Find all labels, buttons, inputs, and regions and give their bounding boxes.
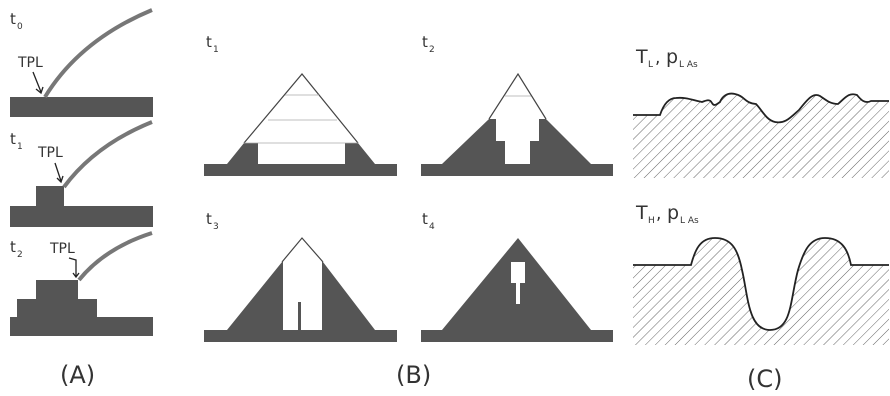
time-label: t [422, 210, 428, 228]
panel-b: t 1 t 2 t 3 t 4 [204, 33, 613, 389]
substrate [10, 206, 153, 227]
time-label: t [10, 10, 16, 28]
temperature-symbol: T [635, 202, 648, 224]
caption-c: (C) [747, 365, 782, 392]
time-subscript: 2 [429, 45, 435, 55]
substrate [10, 97, 153, 117]
separator: , [655, 48, 660, 68]
panel-c: T L , p L As T H , p L As (C) [633, 46, 889, 393]
time-label: t [206, 210, 212, 228]
caption-b: (B) [396, 361, 431, 389]
temperature-subscript: H [648, 216, 655, 226]
time-subscript: 1 [213, 45, 219, 55]
panel-b-cell-t4: t 4 [421, 210, 613, 342]
time-subscript: 3 [213, 222, 219, 232]
panel-a-row-t0: t 0 TPL [10, 8, 153, 117]
grown-step [36, 186, 64, 206]
pyramid-outline [243, 73, 359, 144]
stepped-mound [10, 280, 153, 336]
surface-outline [633, 237, 889, 331]
tpl-arrow [32, 71, 44, 95]
pyramid-fill [204, 143, 397, 176]
tpl-arrow [54, 162, 64, 184]
time-label: t [206, 33, 212, 51]
tpl-label: TPL [37, 145, 63, 161]
void-shape [291, 256, 314, 328]
void-shape [511, 262, 525, 283]
surface-outline [633, 92, 889, 124]
tpl-label: TPL [49, 241, 75, 257]
time-subscript: 1 [17, 142, 23, 152]
temperature-subscript: L [648, 60, 653, 70]
pressure-symbol: p [667, 202, 679, 224]
pyramid-fill [421, 119, 613, 176]
panel-a-row-t2: t 2 TPL [10, 231, 153, 336]
panel-a-row-t1: t 1 TPL [10, 120, 153, 227]
void-stem [516, 283, 520, 304]
pyramid-fill [204, 262, 397, 342]
caption-a: (A) [60, 361, 95, 389]
pyramid-outline [281, 237, 324, 263]
label-low-temp: T L , p L As [635, 46, 698, 70]
panel-a: t 0 TPL t 1 TPL t 2 TPL (A) [10, 8, 153, 389]
panel-b-cell-t3: t 3 [204, 210, 397, 342]
time-label: t [422, 33, 428, 51]
time-label: t [10, 130, 16, 148]
pressure-symbol: p [666, 46, 678, 68]
pressure-subscript: L As [680, 216, 699, 226]
pyramid-outline [488, 72, 547, 120]
time-label: t [10, 238, 16, 256]
pit-surface-hatched [633, 238, 889, 345]
growth-front-curve [77, 231, 153, 282]
panel-b-cell-t1: t 1 [204, 33, 397, 176]
time-subscript: 4 [429, 222, 435, 232]
growth-front-curve [43, 8, 153, 99]
growth-front-curve [62, 120, 153, 189]
panel-b-cell-t2: t 2 [421, 33, 613, 176]
separator: , [656, 204, 661, 224]
tpl-label: TPL [17, 55, 43, 71]
tpl-arrow [68, 257, 80, 279]
temperature-symbol: T [635, 46, 648, 68]
time-subscript: 2 [17, 250, 23, 260]
time-subscript: 0 [17, 22, 23, 32]
void-gap [298, 302, 301, 330]
pressure-subscript: L As [679, 60, 698, 70]
label-high-temp: T H , p L As [635, 202, 699, 226]
rough-surface-hatched [633, 93, 889, 178]
